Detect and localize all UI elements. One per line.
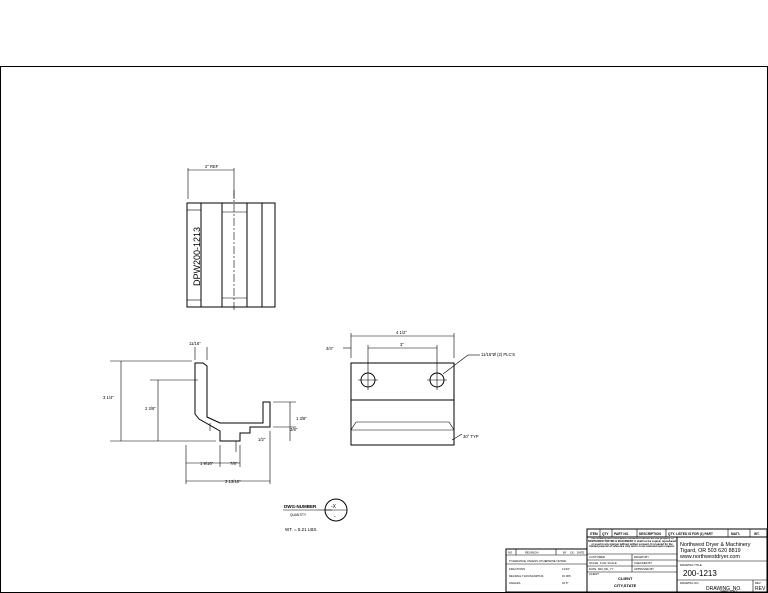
title-block: ITEM QTY PART NO. DESCRIPTION QTY. LISTE… (505, 528, 768, 593)
drawing-no-label: DRAWING NO. (680, 581, 699, 585)
side-right-dimension-3: 1/2" (258, 437, 266, 442)
balloon-dash-qty: - (334, 514, 336, 520)
rev-label: REV (755, 581, 761, 585)
client-city-state: CITY,STATE (614, 583, 637, 588)
part-mark-label: DPW200-1213 (192, 227, 202, 286)
tolerance-decimal-value: ±0.005 (562, 574, 571, 578)
plan-view: 4 1/2" 3" 3/4" 11/16"Ø (2) PLC'S 30° TYP (326, 330, 515, 446)
bom-header-description: DESCRIPTION (639, 532, 661, 536)
drawing-title-label: DRAWING TITLE (680, 563, 702, 567)
tolerance-angles-value: ±0.5° (562, 581, 569, 585)
side-top-dimension: 11/16" (189, 341, 201, 346)
side-right-dimension-2: 3/8" (290, 427, 298, 432)
bom-header-note: QTY. LISTED IS FOR (1) PART (668, 532, 713, 536)
drawing-number: DRAWING_NO. (706, 586, 742, 592)
field-date: DATE (589, 567, 596, 571)
sheet-border (0, 66, 768, 593)
rev-header-ck: CK. (570, 551, 575, 555)
rev-header-date: DATE (577, 551, 584, 555)
field-scale-value: FULL SCALE (600, 561, 617, 565)
side-inner-dimension: 2 3/8" (145, 406, 156, 411)
hole-callout: 11/16"Ø (2) PLC'S (481, 352, 515, 357)
company-name: Northwest Dryer & Machinery (680, 542, 751, 548)
quantity-balloon: DWG-NUMBER QUANTITY -X - WT. = 5.21 LBS. (283, 498, 348, 532)
side-overall-dimension: 3 13/16" (225, 479, 241, 484)
plan-width-dimension: 4 1/2" (396, 330, 407, 335)
tolerance-fractions-value: ±1/16" (562, 567, 570, 571)
confidentiality-notice: This drawing and information contained t… (588, 538, 676, 549)
plan-spacing-dimension: 3" (400, 342, 404, 347)
bom-header-qty: QTY (602, 532, 609, 536)
tolerance-decimal-label: DECIMAL THOUSANDTHS (509, 574, 543, 578)
rev-value: REV (755, 586, 766, 592)
side-bottom-dimension-1: 1 9/16" (200, 461, 214, 466)
field-approved-by: APPROVED BY (634, 567, 654, 571)
top-ref-dimension: 2" REF (205, 164, 219, 169)
tolerance-angles-label: ANGLES (509, 581, 520, 585)
bom-header-weight: WT. (754, 532, 760, 536)
tolerance-title: TOLERANCE UNLESS OTHERWISE NOTED (509, 559, 566, 563)
balloon-dash-number: -X (331, 504, 337, 510)
bom-header-item: ITEM (590, 532, 598, 536)
side-view: 11/16" 3 1/4" 2 3/8" 1 3/8" 3/8" 1/2" 1 … (103, 341, 307, 484)
field-customer: CUSTOMER (589, 555, 605, 559)
rev-header-no: NO. (508, 551, 513, 555)
bom-header-part: PART NO. (614, 532, 629, 536)
side-right-dimension-1: 1 3/8" (296, 416, 307, 421)
drawing-title: 200-1213 (683, 569, 717, 578)
field-scale: SCALE (589, 561, 598, 565)
top-view: 2" REF DPW200-1213 (186, 164, 276, 312)
balloon-quantity: QUANTITY (290, 513, 307, 517)
field-drawn-by: DRAWN BY (634, 555, 649, 559)
client-name: CLIENT (618, 576, 633, 581)
sheet-footer: SHEET 1 OF 1 (720, 589, 738, 593)
company-website: www.northwestdryer.com (679, 554, 740, 560)
tolerance-fractions-label: FRACTIONS (509, 567, 525, 571)
field-checked-by: CHECKED BY (634, 561, 652, 565)
side-bottom-dimension-2: 7/8" (230, 461, 238, 466)
bevel-callout: 30° TYP (463, 434, 479, 439)
field-date-value: MM_DD_YY (598, 567, 614, 571)
field-client: CLIENT (589, 572, 599, 576)
plan-inset-dimension: 3/4" (326, 346, 334, 351)
side-height-dimension: 3 1/4" (103, 395, 114, 400)
company-address: Tigard, OR 503 620 8819 (680, 548, 741, 554)
rev-header-revision: REVISION (525, 551, 538, 555)
weight-label: WT. = 5.21 LBS. (285, 527, 318, 532)
rev-header-by: BY (563, 551, 567, 555)
bom-header-material: MAT'L (731, 532, 740, 536)
balloon-dwg-number: DWG-NUMBER (284, 504, 317, 509)
